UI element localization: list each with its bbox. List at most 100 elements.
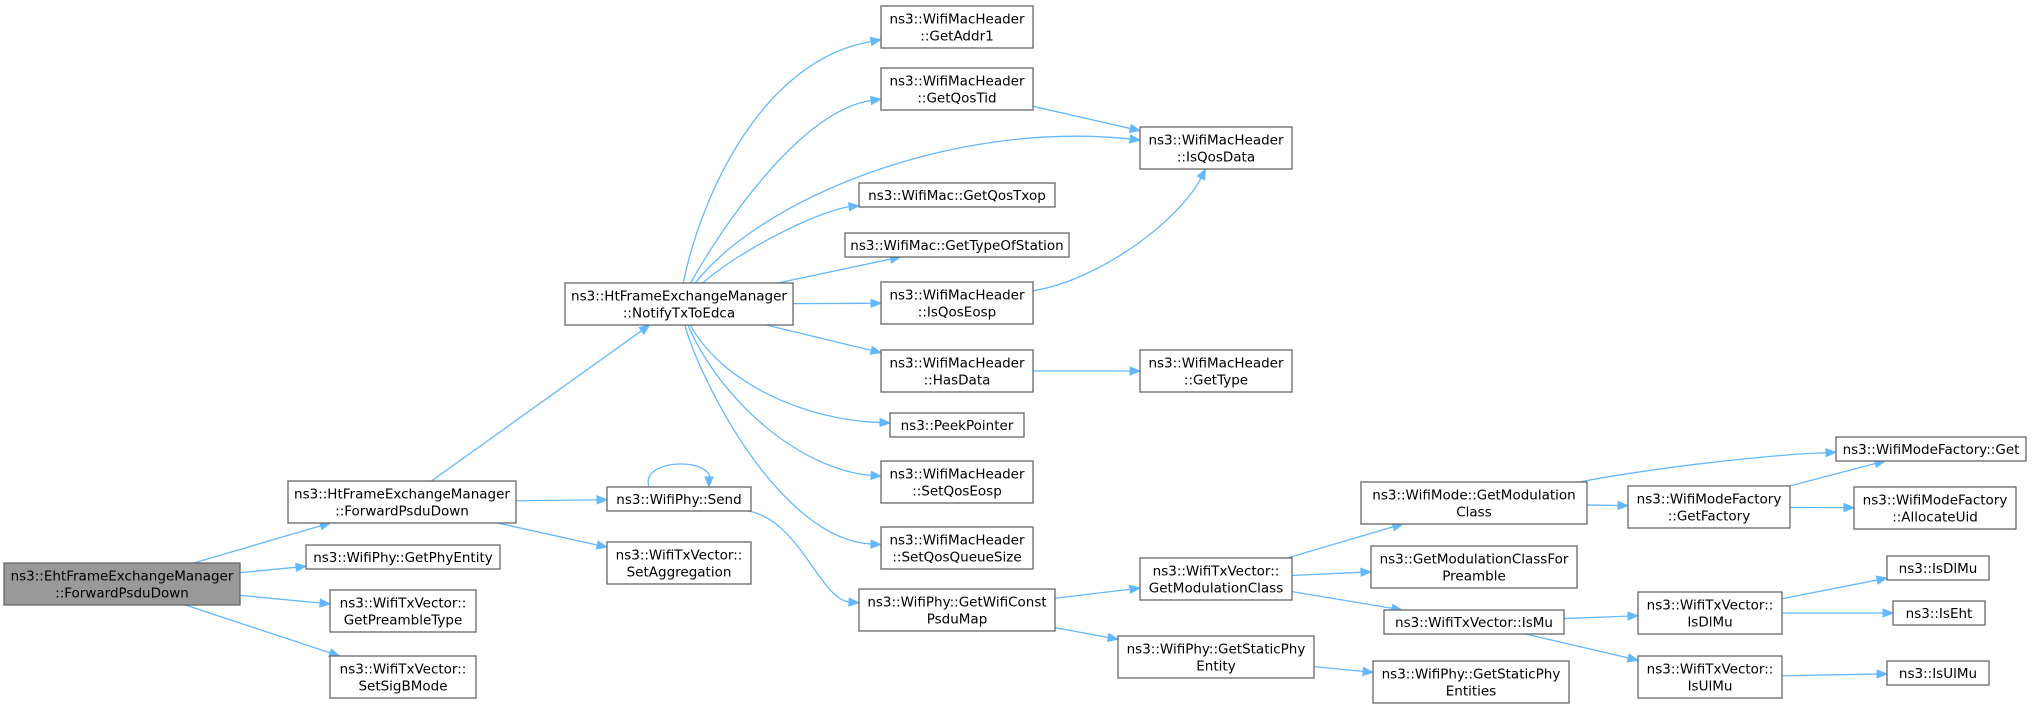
node-label: IsUlMu bbox=[1688, 679, 1733, 695]
node-n9[interactable]: ns3::WifiMacHeader::GetQosTid bbox=[880, 67, 1034, 111]
node-n22[interactable]: ns3::WifiMode::GetModulationClass bbox=[1360, 481, 1588, 525]
edge-n6-n19 bbox=[748, 510, 861, 607]
node-n6[interactable]: ns3::WifiPhy::Send bbox=[606, 486, 752, 512]
arrowhead-icon bbox=[319, 598, 332, 608]
edge-line bbox=[1563, 615, 1630, 620]
node-n18[interactable]: ns3::WifiMacHeader::GetType bbox=[1139, 349, 1293, 393]
node-n0[interactable]: ns3::EhtFrameExchangeManager::ForwardPsd… bbox=[3, 562, 241, 606]
node-label: ns3::HtFrameExchangeManager bbox=[294, 487, 510, 503]
node-label: ns3::WifiMac::GetTypeOfStation bbox=[850, 238, 1063, 254]
node-n8[interactable]: ns3::WifiMacHeader::GetAddr1 bbox=[880, 5, 1034, 49]
node-label: ns3::WifiMac::GetQosTxop bbox=[868, 188, 1046, 204]
arrowhead-icon bbox=[879, 417, 892, 428]
node-n11[interactable]: ns3::WifiMac::GetTypeOfStation bbox=[844, 232, 1070, 258]
edge-n0-n2 bbox=[239, 562, 308, 574]
node-label: ::SetQosEosp bbox=[912, 484, 1002, 500]
edge-line bbox=[765, 324, 873, 352]
edge-n29-n32 bbox=[1782, 608, 1895, 618]
node-n27[interactable]: ns3::WifiModeFactory::Get bbox=[1835, 436, 2027, 462]
arrowhead-icon bbox=[870, 298, 883, 309]
node-label: ns3::WifiTxVector::IsMu bbox=[1395, 615, 1553, 631]
edge-line bbox=[1032, 105, 1132, 130]
arrowhead-icon bbox=[1196, 167, 1207, 181]
edge-n20-n23 bbox=[1291, 567, 1373, 578]
node-label: ns3::WifiMacHeader bbox=[889, 74, 1025, 90]
node-box bbox=[606, 486, 752, 512]
node-label: ::SetQosQueueSize bbox=[892, 550, 1021, 566]
node-n26[interactable]: ns3::WifiModeFactory::GetFactory bbox=[1627, 485, 1791, 529]
node-label: ns3::WifiPhy::GetWifiConst bbox=[867, 595, 1046, 611]
node-box bbox=[329, 589, 477, 633]
arrowhead-icon bbox=[1876, 669, 1889, 679]
arrowhead-icon bbox=[848, 202, 861, 212]
edge-line bbox=[239, 566, 298, 574]
node-n20[interactable]: ns3::WifiTxVector::GetModulationClass bbox=[1139, 557, 1293, 601]
edge-line bbox=[193, 524, 322, 564]
node-n10[interactable]: ns3::WifiMac::GetQosTxop bbox=[858, 182, 1056, 208]
node-n7[interactable]: ns3::WifiTxVector::SetAggregation bbox=[606, 541, 752, 585]
node-n33[interactable]: ns3::IsUlMu bbox=[1886, 660, 1990, 686]
node-box bbox=[880, 281, 1034, 325]
edge-n13-n18 bbox=[1032, 366, 1142, 376]
node-n5[interactable]: ns3::HtFrameExchangeManager::NotifyTxToE… bbox=[564, 282, 794, 326]
edge-line bbox=[1032, 176, 1203, 292]
edge-n1-n6 bbox=[515, 495, 609, 505]
node-box bbox=[1637, 591, 1783, 635]
call-graph-nodes: ns3::EhtFrameExchangeManager::ForwardPsd… bbox=[3, 5, 2027, 704]
edge-n5-n17 bbox=[694, 134, 1142, 284]
node-n15[interactable]: ns3::WifiMacHeader::SetQosEosp bbox=[880, 460, 1034, 504]
edge-line bbox=[694, 135, 1132, 284]
edge-n5-n9 bbox=[690, 95, 883, 284]
node-label: ns3::WifiTxVector:: bbox=[1647, 662, 1774, 678]
edge-line bbox=[690, 99, 873, 284]
node-box bbox=[880, 349, 1034, 393]
node-n3[interactable]: ns3::WifiTxVector::GetPreambleType bbox=[329, 589, 477, 633]
node-box bbox=[564, 282, 794, 326]
node-n30[interactable]: ns3::WifiTxVector::IsUlMu bbox=[1637, 655, 1783, 699]
node-box bbox=[1360, 481, 1588, 525]
node-box bbox=[606, 541, 752, 585]
edge-line bbox=[682, 40, 873, 284]
arrowhead-icon bbox=[638, 324, 651, 335]
edge-line bbox=[497, 522, 599, 546]
edge-line bbox=[647, 463, 711, 488]
edge-line bbox=[1291, 571, 1363, 577]
node-n29[interactable]: ns3::WifiTxVector::IsDlMu bbox=[1637, 591, 1783, 635]
node-box bbox=[1370, 545, 1578, 589]
arrowhead-icon bbox=[704, 476, 714, 489]
arrowhead-icon bbox=[1106, 632, 1120, 643]
node-n13[interactable]: ns3::WifiMacHeader::HasData bbox=[880, 349, 1034, 393]
node-n31[interactable]: ns3::IsDlMu bbox=[1886, 555, 1990, 581]
node-n1[interactable]: ns3::HtFrameExchangeManager::ForwardPsdu… bbox=[287, 480, 517, 524]
node-n28[interactable]: ns3::WifiModeFactory::AllocateUid bbox=[1853, 486, 2017, 530]
arrowhead-icon bbox=[595, 540, 609, 550]
edge-line bbox=[1781, 673, 1879, 677]
node-n32[interactable]: ns3::IsEht bbox=[1892, 600, 1986, 626]
node-n12[interactable]: ns3::WifiMacHeader::IsQosEosp bbox=[880, 281, 1034, 325]
node-box bbox=[1372, 660, 1570, 704]
node-box bbox=[3, 562, 241, 606]
edge-n19-n21 bbox=[1054, 627, 1120, 643]
node-n24[interactable]: ns3::WifiTxVector::IsMu bbox=[1383, 609, 1565, 635]
node-label: ::GetQosTid bbox=[917, 91, 996, 107]
node-n4[interactable]: ns3::WifiTxVector::SetSigBMode bbox=[329, 655, 477, 699]
edge-line bbox=[1789, 462, 1877, 487]
node-n2[interactable]: ns3::WifiPhy::GetPhyEntity bbox=[305, 544, 501, 570]
node-n17[interactable]: ns3::WifiMacHeader::IsQosData bbox=[1139, 126, 1293, 170]
node-label: IsDlMu bbox=[1687, 615, 1732, 631]
node-box bbox=[858, 182, 1056, 208]
node-label: ::HasData bbox=[924, 373, 991, 389]
node-label: ns3::WifiMacHeader bbox=[889, 12, 1025, 28]
node-label: ns3::HtFrameExchangeManager bbox=[571, 289, 787, 305]
node-label: SetSigBMode bbox=[358, 679, 447, 695]
node-label: ns3::WifiMode::GetModulation bbox=[1372, 488, 1575, 504]
edge-n22-n27 bbox=[1579, 447, 1838, 483]
node-n16[interactable]: ns3::WifiMacHeader::SetQosQueueSize bbox=[880, 526, 1034, 570]
node-n14[interactable]: ns3::PeekPointer bbox=[889, 412, 1025, 438]
call-graph-edges bbox=[185, 36, 1895, 679]
